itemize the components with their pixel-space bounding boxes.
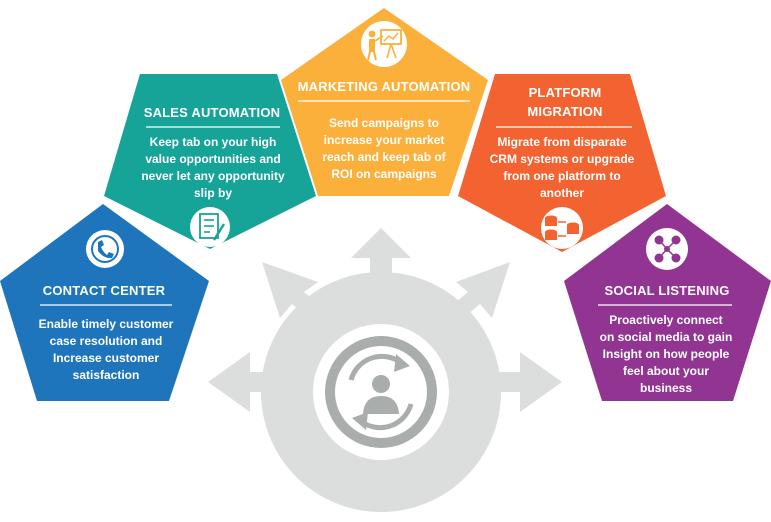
marketing-automation-line-1: Send campaigns to: [329, 116, 439, 130]
platform-migration-title-line-1: PLATFORM: [529, 85, 602, 100]
social-network-icon: [646, 228, 688, 270]
database-migration-icon: [541, 207, 583, 249]
marketing-automation-pentagon: [281, 8, 488, 196]
section-social-listening: SOCIAL LISTENING Proactively connect on …: [564, 204, 771, 401]
social-listening-line-2: on social media to gain: [600, 330, 733, 344]
section-platform-migration: PLATFORM MIGRATION Migrate from disparat…: [458, 74, 666, 252]
contact-center-title: CONTACT CENTER: [43, 283, 166, 298]
section-sales-automation: SALES AUTOMATION Keep tab on your high v…: [104, 74, 316, 249]
social-listening-line-3: Insight on how people: [603, 347, 730, 361]
sales-automation-line-1: Keep tab on your high: [150, 135, 277, 149]
section-contact-center: CONTACT CENTER Enable timely customer ca…: [0, 204, 209, 401]
sales-automation-line-4: slip by: [194, 186, 232, 200]
sales-automation-line-3: never let any opportunity: [141, 169, 285, 183]
social-listening-line-5: business: [640, 381, 692, 395]
contact-center-line-2: case resolution and: [50, 334, 163, 348]
sales-automation-title: SALES AUTOMATION: [144, 105, 281, 120]
platform-migration-line-1: Migrate from disparate: [497, 135, 627, 149]
social-listening-pentagon: [564, 204, 771, 401]
contact-center-pentagon: [0, 204, 209, 401]
social-listening-title: SOCIAL LISTENING: [604, 283, 729, 298]
contact-center-line-4: satisfaction: [73, 368, 140, 382]
marketing-automation-line-2: increase your market: [324, 133, 445, 147]
marketing-automation-line-4: ROI on campaigns: [331, 167, 437, 181]
platform-migration-line-3: from one platform to: [503, 169, 620, 183]
social-listening-line-4: feel about your: [623, 364, 709, 378]
marketing-automation-title: MARKETING AUTOMATION: [298, 79, 471, 94]
sales-automation-pentagon: [104, 74, 316, 249]
phone-icon: [86, 230, 124, 268]
social-listening-line-1: Proactively connect: [609, 313, 722, 327]
platform-migration-line-4: another: [540, 186, 584, 200]
checklist-icon: [190, 207, 230, 247]
platform-migration-title-line-2: MIGRATION: [527, 104, 602, 119]
presentation-icon: [361, 21, 407, 67]
marketing-automation-line-3: reach and keep tab of: [322, 150, 446, 164]
contact-center-line-1: Enable timely customer: [39, 317, 174, 331]
contact-center-line-3: Increase customer: [53, 351, 159, 365]
sales-automation-line-2: value opportunities and: [145, 152, 280, 166]
platform-migration-line-2: CRM systems or upgrade: [490, 152, 635, 166]
platform-migration-pentagon: [458, 74, 666, 252]
customer-cycle-icon: [348, 353, 414, 431]
section-marketing-automation: MARKETING AUTOMATION Send campaigns to i…: [281, 8, 488, 196]
